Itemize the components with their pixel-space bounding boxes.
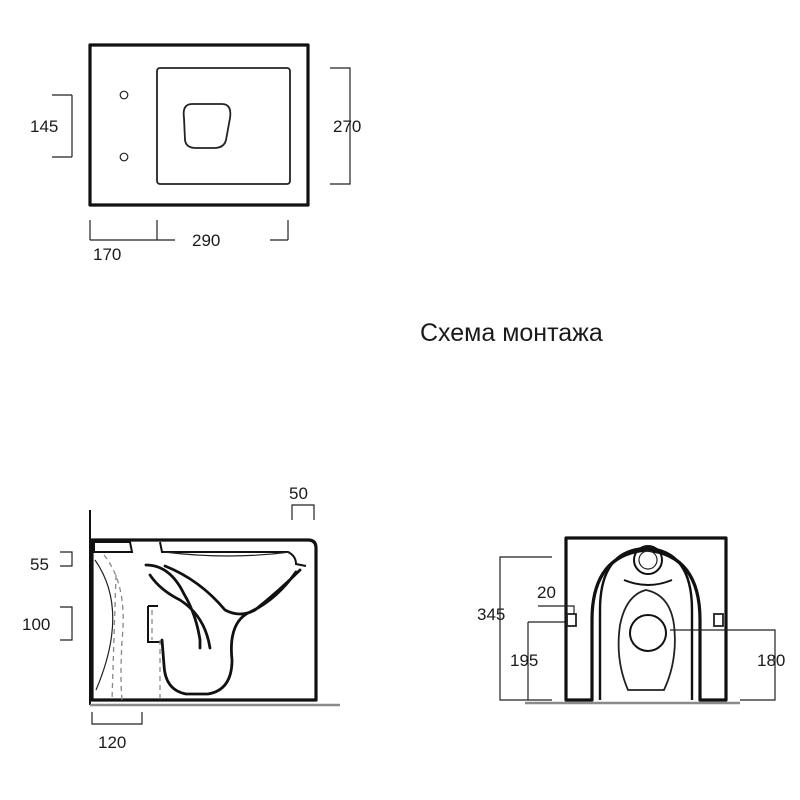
dim-line-170-290 bbox=[89, 220, 289, 241]
front-view-outlet bbox=[629, 614, 667, 652]
dim-line-345 bbox=[499, 556, 552, 701]
side-view: 50 55 100 120 bbox=[22, 484, 340, 752]
dim-label-170: 170 bbox=[93, 245, 121, 264]
front-view: 345 20 195 180 bbox=[477, 536, 785, 705]
dim-label-345: 345 bbox=[477, 605, 505, 624]
front-view-inlet-inner bbox=[638, 550, 658, 570]
front-view-bowl-outer bbox=[598, 546, 694, 700]
side-view-bowl bbox=[144, 563, 302, 696]
dim-label-290: 290 bbox=[192, 231, 220, 250]
top-view-bowl-rim bbox=[156, 67, 291, 185]
mounting-slot-left bbox=[566, 613, 577, 627]
side-view-wall-curve bbox=[94, 559, 114, 691]
dim-label-55: 55 bbox=[30, 555, 49, 574]
dim-line-100 bbox=[60, 606, 73, 641]
side-view-rim-inner bbox=[163, 551, 291, 557]
dim-label-270: 270 bbox=[333, 117, 361, 136]
front-view-rim-curve bbox=[623, 579, 673, 586]
dim-label-145: 145 bbox=[30, 117, 58, 136]
dim-line-120 bbox=[91, 712, 143, 725]
top-view-outline bbox=[88, 43, 310, 207]
dim-line-55 bbox=[60, 551, 73, 567]
front-view-bowl-inner bbox=[617, 589, 676, 691]
dim-line-270 bbox=[330, 67, 351, 185]
top-view: 145 270 170 290 bbox=[30, 43, 361, 264]
dim-label-120: 120 bbox=[98, 733, 126, 752]
side-view-body bbox=[90, 538, 318, 702]
dim-line-180 bbox=[670, 629, 776, 701]
front-view-body bbox=[564, 536, 728, 702]
dim-line-145 bbox=[52, 94, 73, 158]
dim-line-20 bbox=[538, 605, 575, 614]
dim-label-195: 195 bbox=[510, 651, 538, 670]
mounting-hole-bottom bbox=[119, 152, 129, 162]
diagram-title: Схема монтажа bbox=[420, 319, 603, 347]
top-view-bowl-opening bbox=[182, 103, 232, 149]
dim-line-195 bbox=[527, 621, 565, 700]
dim-label-20: 20 bbox=[537, 583, 556, 602]
dim-line-50 bbox=[291, 504, 315, 520]
side-view-outlet bbox=[147, 605, 162, 643]
mounting-slot-right bbox=[713, 613, 724, 627]
dim-label-50: 50 bbox=[289, 484, 308, 503]
front-view-inlet bbox=[633, 545, 663, 575]
dim-label-100: 100 bbox=[22, 615, 50, 634]
dim-label-180: 180 bbox=[757, 651, 785, 670]
mounting-hole-top bbox=[119, 90, 129, 100]
